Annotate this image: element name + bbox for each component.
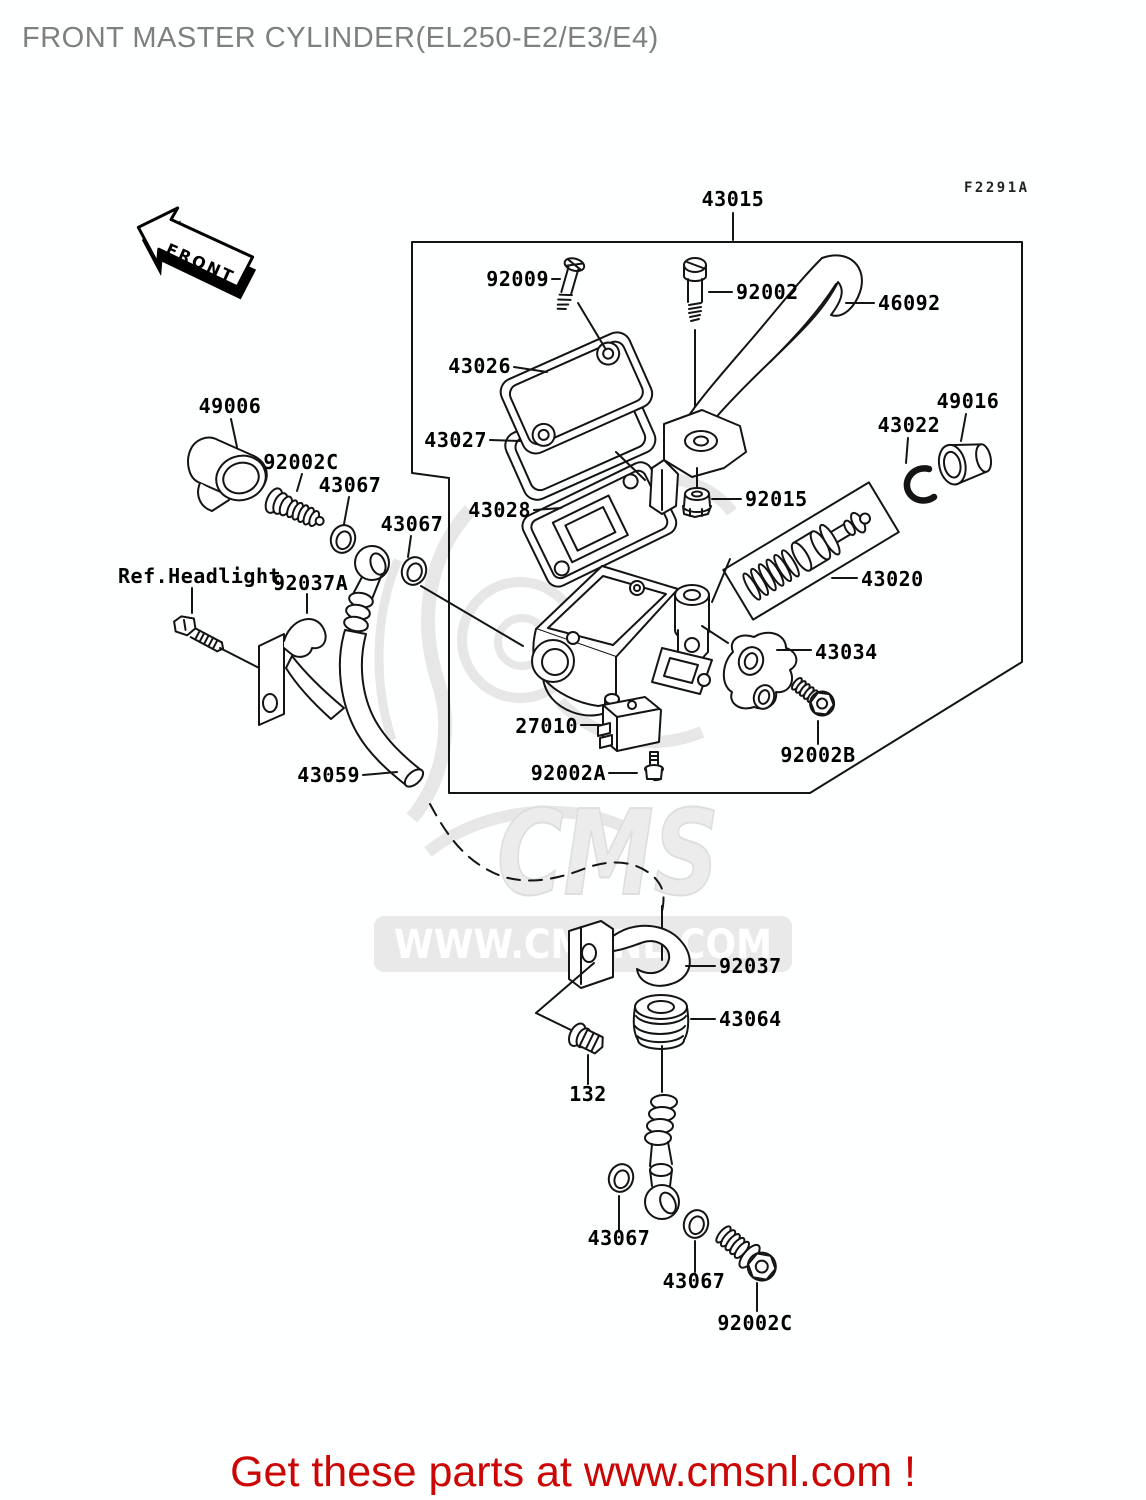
part-washer-d bbox=[682, 1209, 710, 1239]
part-handlebar-clamp bbox=[722, 631, 798, 710]
leader-kit-to-body bbox=[711, 558, 731, 603]
callout-92015: 92015 bbox=[745, 487, 808, 511]
callout-43067-b: 43067 bbox=[381, 512, 444, 536]
callout-92002C-bottom: 92002C bbox=[717, 1311, 792, 1335]
callout-leaders bbox=[191, 212, 967, 1312]
callout-92002B: 92002B bbox=[780, 743, 855, 767]
part-brake-light-switch bbox=[597, 693, 662, 752]
leader-92009-to-cap bbox=[577, 302, 606, 349]
footer-ad-text: Get these parts at www.cmsnl.com ! bbox=[230, 1448, 916, 1496]
part-hose-grommet bbox=[632, 994, 690, 1050]
part-hose-clamp-lower bbox=[568, 920, 691, 989]
callout-92002C-top: 92002C bbox=[263, 450, 338, 474]
callout-92037: 92037 bbox=[719, 954, 782, 978]
part-clamp-bolt bbox=[790, 677, 836, 717]
part-pivot-nut bbox=[682, 467, 712, 518]
callout-43022: 43022 bbox=[878, 413, 941, 437]
callout-92002: 92002 bbox=[736, 280, 799, 304]
callout-43067-d: 43067 bbox=[663, 1269, 726, 1293]
callout-49006: 49006 bbox=[199, 394, 262, 418]
part-washer-b bbox=[400, 556, 428, 586]
part-lever-pivot-bolt bbox=[683, 257, 707, 322]
part-bracket-bolt-132 bbox=[568, 1022, 604, 1055]
callout-43067-a: 43067 bbox=[319, 473, 382, 497]
part-hose-lower-end bbox=[644, 1045, 680, 1220]
part-banjo-bolt-top bbox=[264, 487, 325, 528]
callout-92009: 92009 bbox=[486, 267, 549, 291]
part-lever-dust-cover bbox=[187, 436, 268, 512]
callout-43015: 43015 bbox=[702, 187, 765, 211]
watermark-logo-text: CMS bbox=[497, 784, 719, 922]
leader-washer-to-port bbox=[420, 585, 524, 647]
callout-ref-headlight: Ref.Headlight bbox=[118, 564, 281, 588]
callout-46092: 46092 bbox=[878, 291, 941, 315]
part-dust-boot bbox=[937, 443, 993, 486]
part-washer-c bbox=[607, 1163, 635, 1193]
callout-43034: 43034 bbox=[815, 640, 878, 664]
part-brake-lever bbox=[649, 254, 863, 515]
part-brake-hose bbox=[338, 545, 425, 788]
hose-routing-dashed bbox=[429, 803, 665, 913]
leader-plate-to-body bbox=[615, 451, 646, 481]
callout-43020: 43020 bbox=[861, 567, 924, 591]
part-master-cylinder-body bbox=[531, 565, 713, 717]
fiche-code: F2291A bbox=[964, 180, 1030, 196]
callout-92002A: 92002A bbox=[531, 761, 606, 785]
leader-clamp-to-bolt132-b bbox=[535, 1012, 574, 1032]
callout-43059: 43059 bbox=[297, 763, 360, 787]
callout-43028: 43028 bbox=[468, 498, 531, 522]
callout-43026: 43026 bbox=[448, 354, 511, 378]
callout-27010: 27010 bbox=[515, 714, 578, 738]
part-ref-bolt bbox=[173, 615, 225, 653]
page-title: FRONT MASTER CYLINDER(EL250-E2/E3/E4) bbox=[22, 22, 659, 54]
callout-labels: 43015 92009 43026 43027 43028 92002 4609… bbox=[118, 187, 999, 1335]
callout-43027: 43027 bbox=[424, 428, 487, 452]
part-reservoir-cap bbox=[499, 331, 654, 455]
front-direction-arrow: FRONT bbox=[136, 206, 257, 300]
part-washer-a bbox=[329, 524, 357, 554]
callout-43064: 43064 bbox=[719, 1007, 782, 1031]
callout-43067-c: 43067 bbox=[588, 1226, 651, 1250]
part-piston-repair-kit bbox=[722, 481, 900, 621]
part-banjo-bolt-bottom bbox=[715, 1225, 777, 1282]
part-circlip bbox=[903, 465, 938, 504]
leader-refbolt-to-bracket bbox=[219, 647, 264, 671]
leader-clamp-to-bolt132-a bbox=[535, 962, 595, 1014]
assembly-outline bbox=[411, 241, 1023, 794]
part-cap-screw bbox=[556, 257, 586, 310]
callout-49016: 49016 bbox=[937, 389, 1000, 413]
leader-body-to-clamp bbox=[701, 625, 729, 644]
callout-92037A: 92037A bbox=[273, 571, 348, 595]
part-switch-screw bbox=[644, 751, 664, 782]
part-hose-bracket-upper bbox=[258, 618, 345, 726]
callout-132: 132 bbox=[569, 1082, 607, 1106]
